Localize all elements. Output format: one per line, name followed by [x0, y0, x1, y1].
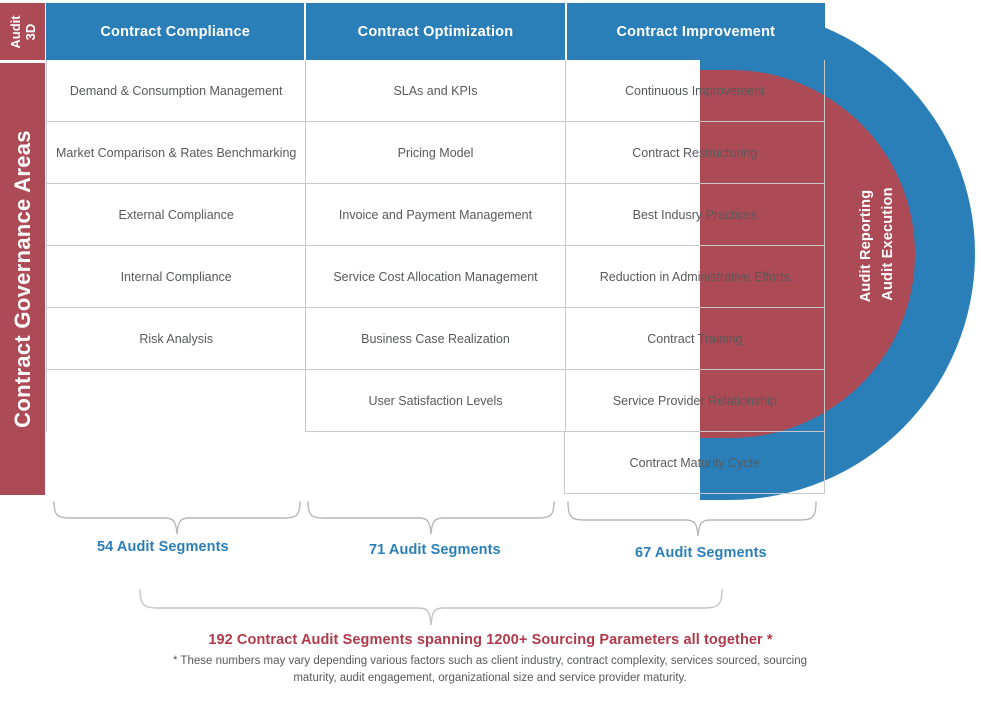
table-row: Risk Analysis Business Case Realization … — [46, 308, 825, 370]
table-row: Market Comparison & Rates Benchmarking P… — [46, 122, 825, 184]
governance-areas-label: Contract Governance Areas — [9, 130, 35, 428]
table-row: Demand & Consumption Management SLAs and… — [46, 60, 825, 122]
segment-count-compliance: 54 Audit Segments — [97, 539, 229, 555]
cell-improvement-1: Continuous Improvement — [565, 60, 825, 122]
cell-improvement-2: Contract Restructuring — [565, 122, 825, 184]
cell-optimization-4: Service Cost Allocation Management — [306, 246, 566, 308]
cell-compliance-6 — [46, 370, 307, 432]
brace-total — [138, 588, 724, 628]
audit-3d-label: Audit 3D — [8, 15, 38, 48]
cell-improvement-5: Contract Training — [565, 308, 825, 370]
segment-count-optimization: 71 Audit Segments — [369, 542, 501, 558]
audit-arcs — [700, 8, 981, 500]
table-row: User Satisfaction Levels Service Provide… — [46, 370, 825, 432]
audit-3d-line2: 3D — [22, 23, 38, 40]
summary-note: * These numbers may vary depending vario… — [172, 655, 808, 684]
table-row: Contract Maturity Cycle — [46, 432, 825, 494]
cell-compliance-5: Risk Analysis — [46, 308, 307, 370]
cell-improvement-3: Best Indusry Practices — [565, 184, 825, 246]
cell-optimization-7 — [305, 432, 565, 494]
brace-improvement — [566, 500, 818, 542]
cell-optimization-1: SLAs and KPIs — [306, 60, 566, 122]
cell-optimization-5: Business Case Realization — [306, 308, 566, 370]
governance-areas-rail: Contract Governance Areas — [0, 63, 45, 495]
brace-compliance — [52, 500, 302, 538]
cell-compliance-1: Demand & Consumption Management — [46, 60, 307, 122]
audit-matrix-table: Contract Compliance Contract Optimizatio… — [46, 3, 825, 494]
cell-compliance-4: Internal Compliance — [46, 246, 307, 308]
audit-execution-label: Audit Execution — [880, 187, 896, 301]
cell-improvement-6: Service Provider Relationship — [565, 370, 825, 432]
cell-compliance-3: External Compliance — [46, 184, 307, 246]
audit-reporting-label: Audit Reporting — [858, 189, 874, 303]
cell-improvement-7: Contract Maturity Cycle — [565, 432, 825, 494]
cell-optimization-6: User Satisfaction Levels — [306, 370, 566, 432]
table-row: External Compliance Invoice and Payment … — [46, 184, 825, 246]
summary-title: 192 Contract Audit Segments spanning 120… — [208, 632, 773, 648]
table-row: Internal Compliance Service Cost Allocat… — [46, 246, 825, 308]
column-header-contract-improvement: Contract Improvement — [566, 3, 825, 60]
table-header-row: Contract Compliance Contract Optimizatio… — [46, 3, 825, 60]
cell-optimization-2: Pricing Model — [306, 122, 566, 184]
segment-count-improvement: 67 Audit Segments — [635, 545, 767, 561]
cell-optimization-3: Invoice and Payment Management — [306, 184, 566, 246]
cell-compliance-2: Market Comparison & Rates Benchmarking — [46, 122, 307, 184]
audit-3d-line1: Audit — [7, 14, 23, 49]
column-header-contract-compliance: Contract Compliance — [46, 3, 307, 60]
brace-optimization — [306, 500, 556, 538]
audit-3d-rail: Audit 3D — [0, 3, 45, 60]
cell-compliance-7 — [46, 432, 305, 494]
cell-improvement-4: Reduction in Administrative Efforts — [565, 246, 825, 308]
column-header-contract-optimization: Contract Optimization — [306, 3, 567, 60]
